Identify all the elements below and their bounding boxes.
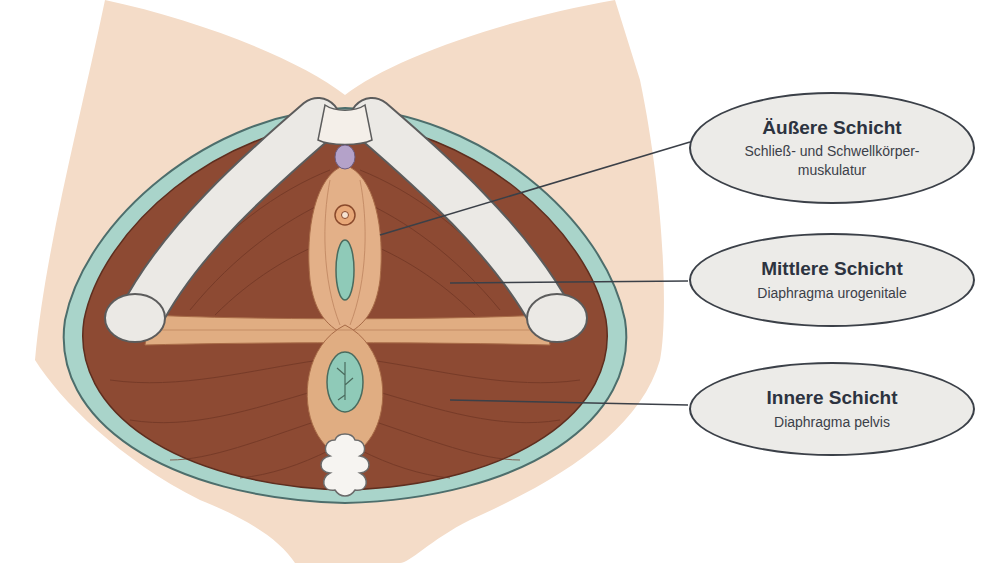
illustration-part — [370, 360, 580, 383]
callout-text: Diaphragma pelvis — [774, 413, 890, 432]
illustration-part — [140, 120, 318, 318]
ischial-tuberosity — [527, 294, 587, 342]
callout-heading: Innere Schicht — [767, 386, 898, 410]
leader-line — [380, 142, 690, 235]
ischial-tuberosity — [105, 294, 165, 342]
coccyx — [321, 434, 369, 496]
illustration-part — [170, 420, 320, 460]
illustration-part — [372, 120, 552, 318]
pubic-bones — [140, 120, 552, 318]
callout-heading: Äußere Schicht — [762, 116, 901, 140]
illustration-part — [372, 390, 560, 423]
illustration-part — [360, 450, 450, 478]
callout-oval: Mittlere SchichtDiaphragma urogenitale — [689, 233, 975, 327]
vagina — [336, 240, 354, 300]
leader-line — [450, 400, 688, 405]
callout-oval: Innere SchichtDiaphragma pelvis — [689, 362, 975, 456]
bulbospongiosus-muscle — [309, 165, 381, 335]
clitoris — [335, 145, 355, 169]
pubic-symphysis — [318, 105, 372, 145]
illustration-part — [110, 360, 320, 383]
illustration-part — [370, 420, 520, 460]
illustration-part — [160, 330, 540, 331]
illustration-part — [372, 120, 552, 318]
leader-line — [450, 281, 688, 283]
anus-detail — [337, 362, 353, 400]
illustration-part — [130, 390, 318, 423]
urethra-lumen — [342, 212, 349, 219]
illustration-part — [140, 120, 318, 318]
callout-heading: Mittlere Schicht — [761, 257, 902, 281]
callout-text: Diaphragma urogenitale — [757, 284, 906, 303]
illustration-part — [240, 450, 330, 478]
anus — [327, 352, 363, 412]
fascia-ring — [64, 108, 627, 503]
callout-oval: Äußere SchichtSchließ- und Schwellkörper… — [689, 92, 975, 204]
leader-lines — [380, 142, 690, 405]
urethra — [335, 205, 355, 225]
callout-text: Schließ- und Schwellkörper- muskulatur — [725, 142, 940, 180]
